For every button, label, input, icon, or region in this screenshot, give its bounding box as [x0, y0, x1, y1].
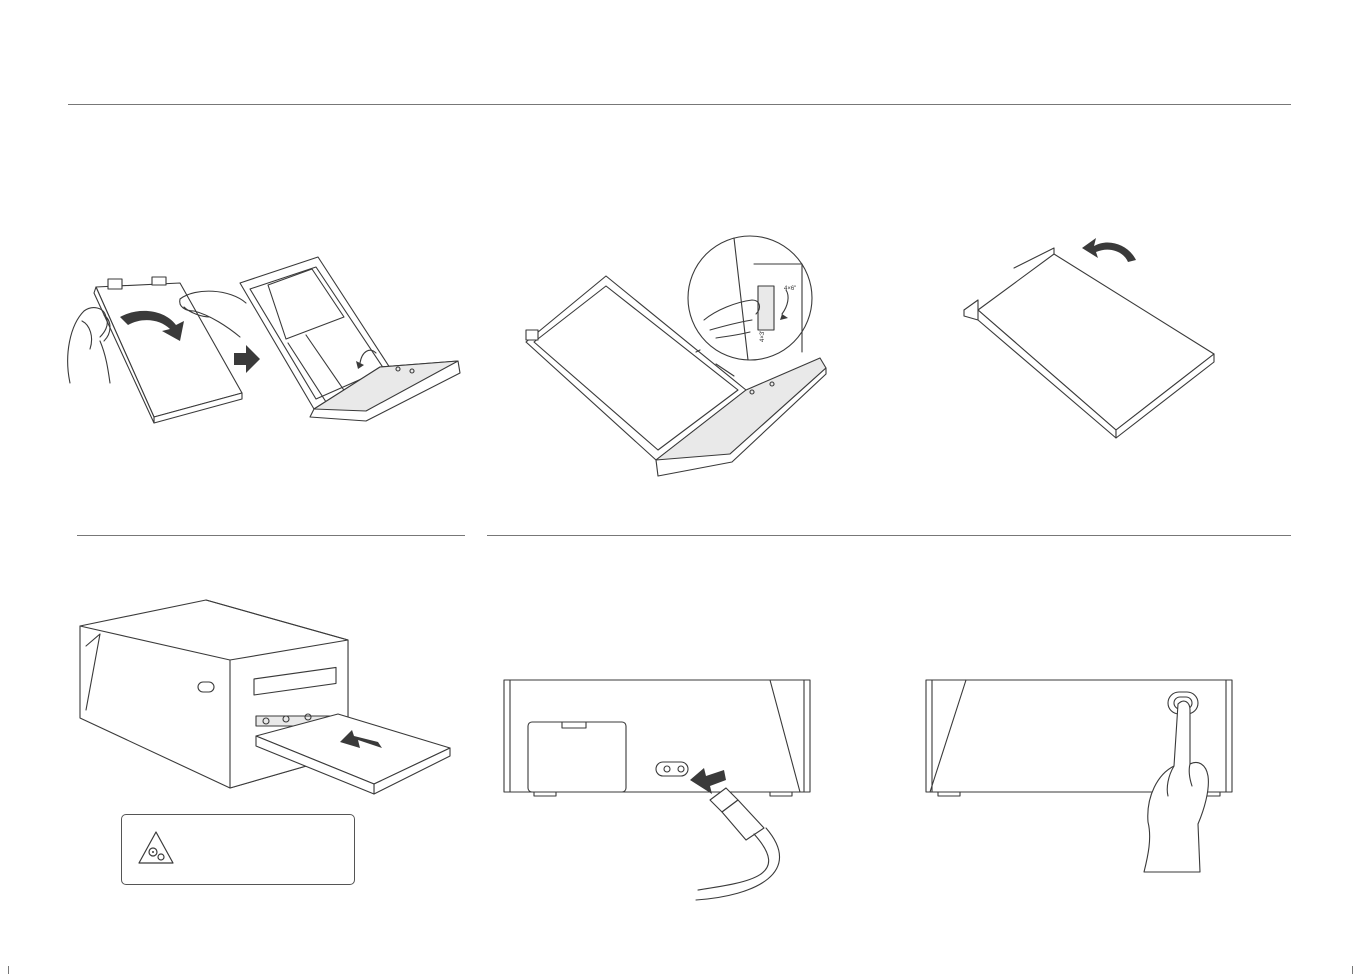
gears-warning-icon	[136, 829, 176, 869]
lower-right-divider	[487, 535, 1291, 536]
size-guide-label-a: 4×6"	[784, 286, 796, 292]
top-divider	[68, 104, 1291, 105]
figure-remove-tray-lid	[60, 245, 470, 425]
size-guide-label-b: 4×3"	[760, 330, 766, 342]
crop-mark	[1352, 966, 1353, 974]
notice-box	[121, 814, 355, 885]
figure-press-power-button	[922, 676, 1242, 876]
lower-left-divider	[77, 535, 465, 536]
crop-mark	[8, 966, 9, 974]
figure-connect-power-cable	[500, 676, 815, 906]
figure-set-paper-size-guide: 4×6" 4×3"	[520, 234, 830, 479]
figure-close-tray-cover	[960, 234, 1225, 444]
figure-insert-tray-into-printer	[76, 598, 466, 798]
